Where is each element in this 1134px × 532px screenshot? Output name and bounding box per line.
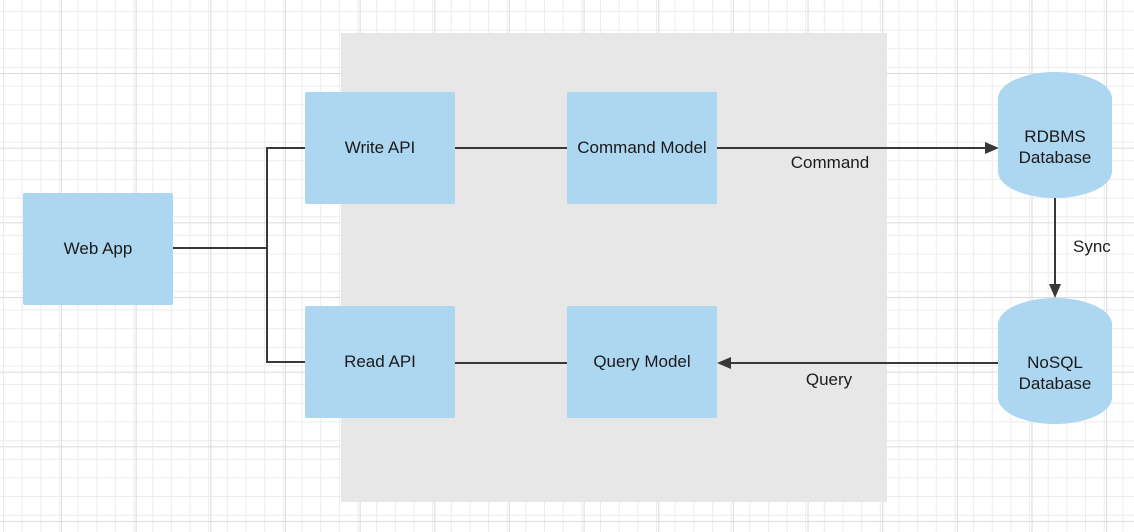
arrowhead-sync-icon [1049,284,1061,298]
node-command-model-label: Command Model [577,138,707,158]
arrowhead-query-icon [717,357,731,369]
edge-junction-to-writeapi[interactable] [266,147,305,149]
node-rdbms-database-label: RDBMS Database [1018,126,1092,167]
node-write-api-label: Write API [344,138,416,158]
node-query-model[interactable]: Query Model [567,306,717,418]
node-nosql-database[interactable]: NoSQL Database [998,298,1112,424]
node-query-model-label: Query Model [593,352,691,372]
arrowhead-command-icon [985,142,999,154]
edge-webapp-to-junction[interactable] [173,247,268,249]
edge-label-command[interactable]: Command [790,153,870,172]
node-web-app[interactable]: Web App [23,193,173,305]
node-web-app-label: Web App [63,239,133,259]
edge-nosql-to-querymodel[interactable] [731,362,998,364]
node-write-api[interactable]: Write API [305,92,455,204]
edge-rdbms-to-nosql[interactable] [1054,198,1056,284]
node-command-model[interactable]: Command Model [567,92,717,204]
node-rdbms-database[interactable]: RDBMS Database [998,72,1112,198]
node-nosql-database-label: NoSQL Database [1018,352,1092,393]
edge-junction-trunk[interactable] [266,147,268,363]
edge-label-sync[interactable]: Sync [1073,237,1111,256]
edge-commandmodel-to-rdbms[interactable] [717,147,986,149]
edge-querymodel-to-readapi[interactable] [455,362,567,364]
edge-junction-to-readapi[interactable] [266,361,305,363]
node-read-api[interactable]: Read API [305,306,455,418]
edge-writeapi-to-commandmodel[interactable] [455,147,567,149]
node-read-api-label: Read API [344,352,416,372]
edge-label-query[interactable]: Query [805,370,853,389]
